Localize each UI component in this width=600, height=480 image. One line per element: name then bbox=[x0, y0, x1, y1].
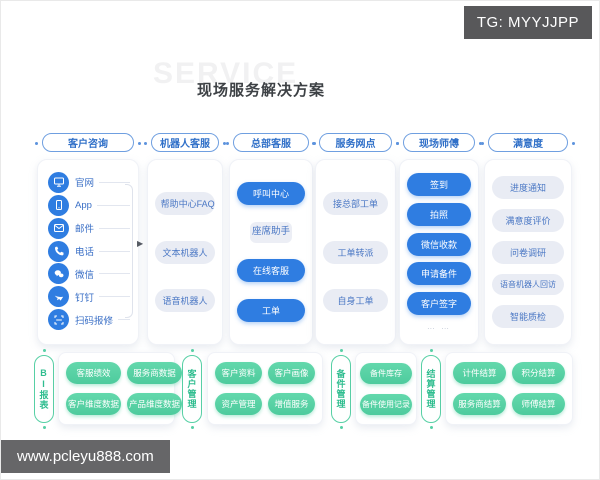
website-icon bbox=[48, 171, 69, 193]
column-customer-consult: 客户咨询 官网 App 邮件 电话 bbox=[35, 133, 141, 345]
green-pill: 客服绩效 bbox=[66, 362, 122, 384]
channel-label: 官网 bbox=[75, 178, 95, 190]
column-panel: 帮助中心FAQ 文本机器人 语音机器人 bbox=[147, 159, 223, 345]
dingtalk-icon bbox=[48, 286, 69, 308]
green-pill: 增值服务 bbox=[268, 393, 315, 415]
node-pill: 在线客服 bbox=[236, 259, 306, 283]
node-pill: 智能质检 bbox=[492, 305, 564, 329]
node-box: 座席助手 bbox=[250, 221, 292, 243]
node-pill: 帮助中心FAQ bbox=[154, 191, 216, 215]
channel-item: App bbox=[48, 194, 132, 216]
green-pill: 积分结算 bbox=[512, 362, 565, 384]
column-panel: 进度通知 满意度评价 问卷调研 语音机器人回访 智能质检 bbox=[484, 159, 572, 345]
column-header-label: 客户咨询 bbox=[67, 139, 108, 150]
green-pill: 计件结算 bbox=[453, 362, 506, 384]
column-header-pill: 客户咨询 bbox=[35, 133, 141, 152]
node-pill: 问卷调研 bbox=[492, 241, 564, 265]
tg-watermark-badge: TG: MYYJJPP bbox=[463, 6, 592, 39]
flow-arrow-icon: ▶ bbox=[137, 239, 144, 248]
wechat-icon bbox=[48, 263, 69, 285]
green-pill: 备件库存 bbox=[360, 362, 412, 384]
node-pill: 语音机器人 bbox=[154, 289, 216, 313]
mail-icon bbox=[48, 217, 69, 239]
column-header-pill: 现场师傅 bbox=[396, 133, 482, 152]
node-pill: 工单转派 bbox=[322, 240, 389, 264]
service-watermark-text: SERVICE bbox=[153, 57, 299, 90]
node-pill: 工单 bbox=[236, 298, 306, 322]
app-icon bbox=[48, 194, 69, 216]
node-pill: 微信收款 bbox=[406, 232, 472, 256]
column-hq-service: 总部客服 呼叫中心 座席助手 在线客服 工单 bbox=[226, 133, 316, 345]
group-label-customer-mgmt: 客户管理 bbox=[182, 349, 202, 429]
green-pill: 服务商数据 bbox=[127, 362, 183, 384]
channel-item: 官网 bbox=[48, 171, 132, 193]
group-card-settlement-mgmt: 计件结算 积分结算 服务商结算 师傅结算 bbox=[445, 352, 573, 425]
column-header-pill: 服务网点 bbox=[312, 133, 399, 152]
channel-label: 电话 bbox=[75, 247, 95, 258]
channel-label: 扫码报修 bbox=[75, 315, 114, 327]
green-pill: 客户画像 bbox=[268, 362, 315, 384]
column-header-label: 现场师傅 bbox=[419, 139, 459, 150]
column-panel: 接总部工单 工单转派 自身工单 bbox=[315, 159, 396, 345]
column-panel: 签到 拍照 微信收款 申请备件 客户签字 … … bbox=[399, 159, 479, 345]
site-watermark-badge: www.pcleyu888.com bbox=[1, 440, 170, 473]
channel-label: 邮件 bbox=[75, 224, 95, 236]
node-pill: 满意度评价 bbox=[492, 208, 564, 232]
node-pill: 签到 bbox=[406, 172, 472, 196]
column-header-label: 总部客服 bbox=[251, 139, 291, 150]
green-pill: 师傅结算 bbox=[512, 393, 565, 415]
column-header-label: 满意度 bbox=[513, 139, 543, 150]
qr-scan-icon bbox=[48, 309, 69, 331]
node-pill: 进度通知 bbox=[492, 175, 564, 199]
green-pill: 产品维度数据 bbox=[127, 393, 183, 415]
column-header-pill: 满意度 bbox=[481, 133, 575, 152]
group-label-settlement-mgmt: 结算管理 bbox=[421, 349, 441, 429]
node-pill: 接总部工单 bbox=[322, 191, 389, 215]
column-header-pill: 机器人客服 bbox=[143, 133, 227, 152]
channel-item: 钉钉 bbox=[48, 286, 132, 308]
green-pill: 客户资料 bbox=[215, 362, 262, 384]
group-label-bi-report: BI报表 bbox=[34, 349, 54, 429]
green-pill: 客户维度数据 bbox=[66, 393, 122, 415]
green-pill: 资产管理 bbox=[215, 393, 262, 415]
node-pill: 客户签字 bbox=[406, 292, 472, 316]
node-pill: 申请备件 bbox=[406, 262, 472, 286]
channel-item: 扫码报修 bbox=[48, 309, 132, 331]
node-pill: 语音机器人回访 bbox=[492, 274, 564, 296]
channel-label: App bbox=[75, 199, 92, 211]
channel-label: 钉钉 bbox=[75, 292, 95, 304]
node-pill: 文本机器人 bbox=[154, 240, 216, 264]
group-label-spare-parts-mgmt: 备件管理 bbox=[331, 349, 351, 429]
green-pill: 备件使用记录 bbox=[360, 393, 412, 415]
column-header-pill: 总部客服 bbox=[226, 133, 316, 152]
channel-item: 微信 bbox=[48, 263, 132, 285]
column-service-network: 服务网点 接总部工单 工单转派 自身工单 bbox=[312, 133, 399, 345]
column-panel: 官网 App 邮件 电话 微信 bbox=[37, 159, 139, 345]
column-field-technician: 现场师傅 签到 拍照 微信收款 申请备件 客户签字 … … bbox=[396, 133, 482, 345]
column-panel: 呼叫中心 座席助手 在线客服 工单 bbox=[229, 159, 313, 345]
group-card-bi-report: 客服绩效 服务商数据 客户维度数据 产品维度数据 bbox=[58, 352, 183, 425]
channel-item: 电话 bbox=[48, 240, 132, 262]
node-pill: 自身工单 bbox=[322, 289, 389, 313]
more-ellipsis: … … bbox=[426, 322, 452, 332]
group-card-customer-mgmt: 客户资料 客户画像 资产管理 增值服务 bbox=[207, 352, 323, 425]
group-card-spare-parts-mgmt: 备件库存 备件使用记录 bbox=[355, 352, 417, 425]
column-header-label: 机器人客服 bbox=[159, 139, 210, 150]
channel-label: 微信 bbox=[75, 269, 95, 281]
channel-item: 邮件 bbox=[48, 217, 132, 239]
column-header-label: 服务网点 bbox=[335, 139, 376, 150]
channel-bracket-connector bbox=[125, 184, 133, 318]
phone-icon bbox=[48, 240, 69, 262]
node-pill: 拍照 bbox=[406, 202, 472, 226]
node-pill: 呼叫中心 bbox=[236, 182, 306, 206]
green-pill: 服务商结算 bbox=[453, 393, 506, 415]
column-robot-service: 机器人客服 帮助中心FAQ 文本机器人 语音机器人 bbox=[143, 133, 227, 345]
page-title: 现场服务解决方案 bbox=[196, 82, 325, 99]
column-satisfaction: 满意度 进度通知 满意度评价 问卷调研 语音机器人回访 智能质检 bbox=[481, 133, 575, 345]
